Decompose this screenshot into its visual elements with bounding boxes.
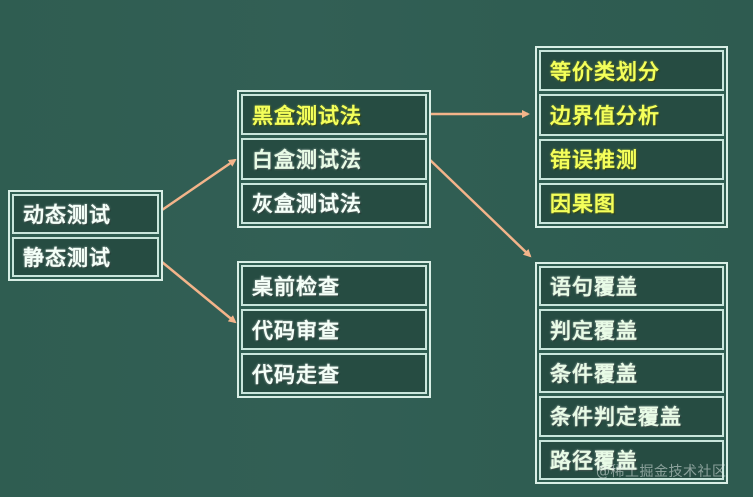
- node-code-review: 代码审查: [241, 309, 427, 350]
- node-decision-coverage: 判定覆盖: [539, 309, 724, 350]
- node-equivalence-partitioning: 等价类划分: [539, 50, 724, 92]
- static-methods-box: 桌前检查 代码审查 代码走查: [237, 261, 431, 398]
- white-box-coverage-box: 语句覆盖 判定覆盖 条件覆盖 条件判定覆盖 路径覆盖: [535, 262, 728, 484]
- test-type-box: 动态测试 静态测试: [8, 190, 163, 281]
- node-black-box-testing: 黑盒测试法: [241, 94, 427, 136]
- node-cause-effect-graph: 因果图: [539, 182, 724, 224]
- node-statement-coverage: 语句覆盖: [539, 266, 724, 307]
- node-dynamic-testing: 动态测试: [12, 194, 159, 234]
- node-desk-check: 桌前检查: [241, 265, 427, 306]
- node-static-testing: 静态测试: [12, 237, 159, 277]
- watermark-text: @稀土掘金技术社区: [596, 464, 727, 480]
- dynamic-methods-box: 黑盒测试法 白盒测试法 灰盒测试法: [237, 90, 431, 228]
- node-path-coverage: 路径覆盖: [539, 439, 724, 481]
- node-boundary-value-analysis: 边界值分析: [539, 94, 724, 136]
- node-condition-coverage: 条件覆盖: [539, 352, 724, 394]
- node-code-walkthrough: 代码走查: [241, 353, 427, 394]
- node-error-guessing: 错误推测: [539, 138, 724, 180]
- node-white-box-testing: 白盒测试法: [241, 138, 427, 180]
- black-box-techniques-box: 等价类划分 边界值分析 错误推测 因果图: [535, 46, 728, 228]
- node-condition-decision-coverage: 条件判定覆盖: [539, 396, 724, 437]
- node-gray-box-testing: 灰盒测试法: [241, 182, 427, 224]
